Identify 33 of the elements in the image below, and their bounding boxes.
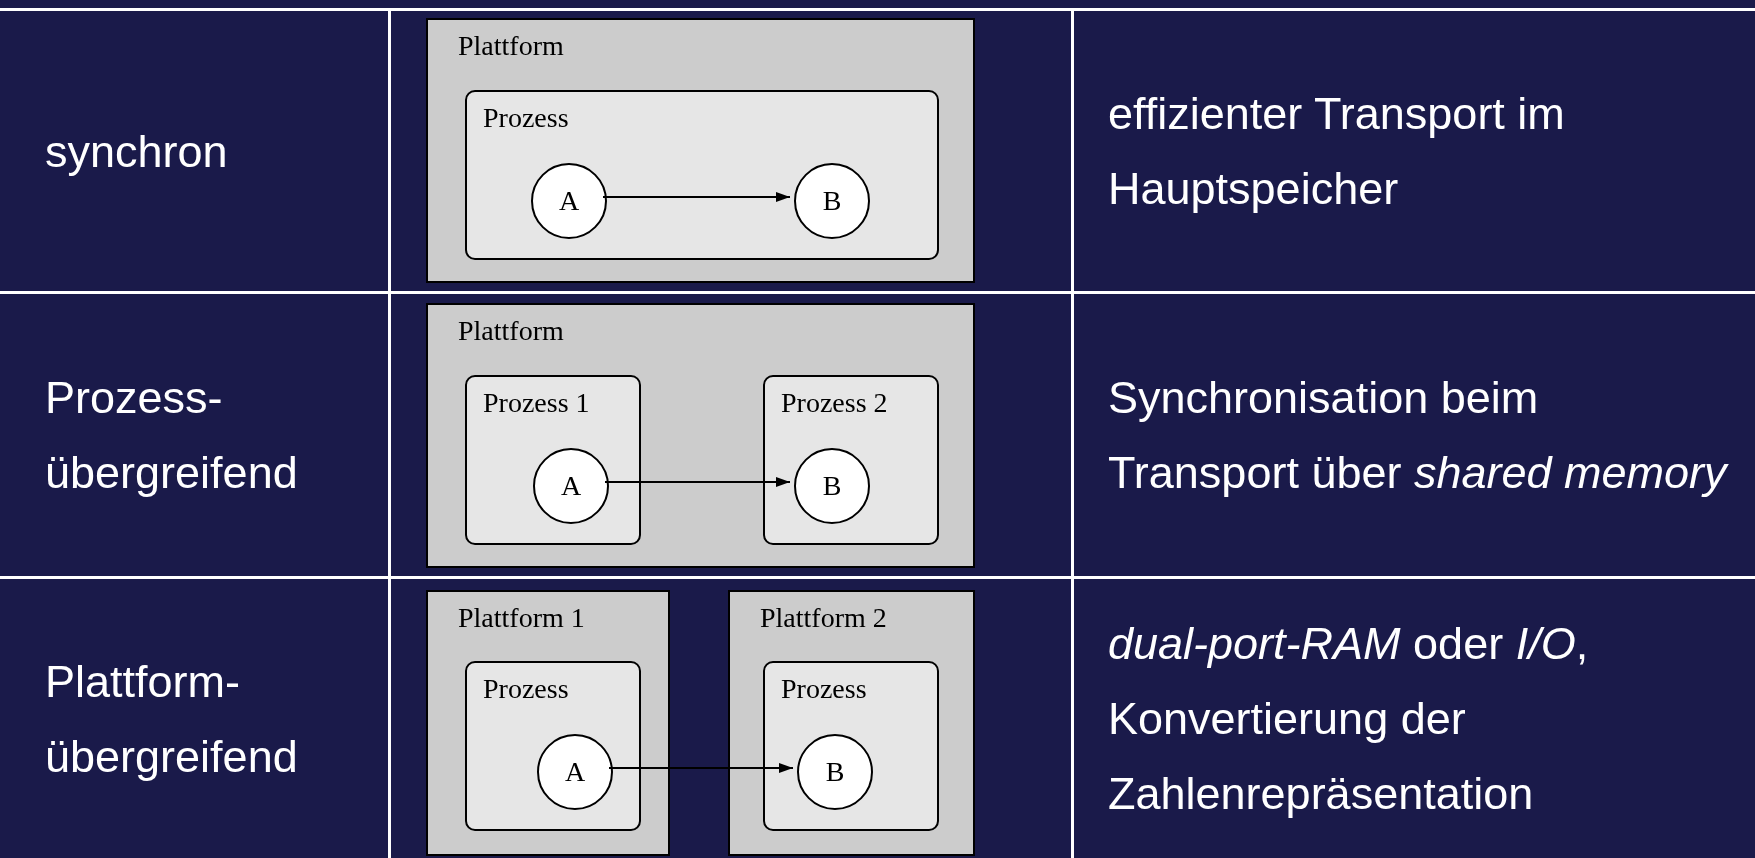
description-text: effizienter Transport im Hauptspeicher xyxy=(1108,87,1566,216)
row-label: Plattform-übergreifend xyxy=(45,654,299,784)
row-label: Prozess-übergreifend xyxy=(45,371,299,500)
group-title: Plattform xyxy=(458,30,564,62)
process-box xyxy=(763,375,939,545)
circle-node: B xyxy=(794,448,870,524)
group-title: Prozess 2 xyxy=(781,387,888,419)
platform-box xyxy=(426,303,975,568)
group-title: Prozess 1 xyxy=(483,387,590,419)
process-box xyxy=(465,661,641,831)
group-title: Plattform 1 xyxy=(458,602,585,634)
arrow xyxy=(602,192,791,202)
description-text: dual-port-RAM oder I/O, Konvertierung der Zahlenrepräsentation xyxy=(1108,617,1590,821)
group-title: Prozess xyxy=(483,673,569,705)
process-box xyxy=(465,90,939,260)
circle-node: B xyxy=(794,163,870,239)
platform-box xyxy=(728,590,975,856)
arrow xyxy=(608,763,794,773)
circle-node: B xyxy=(797,734,873,810)
group-title: Prozess xyxy=(781,673,867,705)
process-box xyxy=(763,661,939,831)
description-text: Synchronisation beim Transport über shared memory xyxy=(1108,371,1730,500)
group-title: Prozess xyxy=(483,102,569,134)
platform-box xyxy=(426,18,975,283)
platform-box xyxy=(426,590,670,856)
group-title: Plattform 2 xyxy=(760,602,887,634)
circle-node: A xyxy=(533,448,609,524)
process-box xyxy=(465,375,641,545)
row-label: synchron xyxy=(45,124,228,179)
arrow xyxy=(604,477,791,487)
circle-node: A xyxy=(537,734,613,810)
group-title: Plattform xyxy=(458,315,564,347)
circle-node: A xyxy=(531,163,607,239)
